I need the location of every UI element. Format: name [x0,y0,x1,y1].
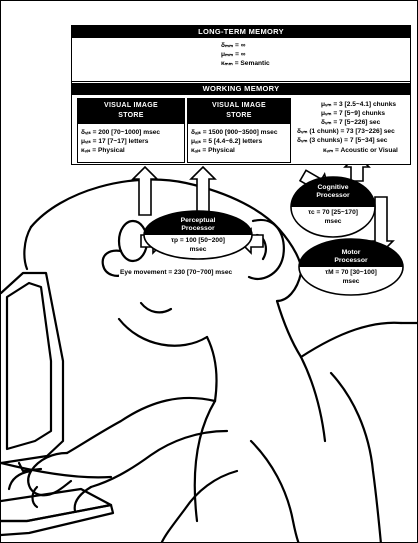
auditory-store-decay: δₐᵢₛ = 1500 [900~3500] msec [191,129,278,136]
torso [299,321,403,359]
motor-cycle-value: τM = 70 [30~100] [325,269,377,276]
arm [65,396,217,455]
ltm-param-decay: δₘₘ = ∞ [221,42,246,49]
ltm-param-capacity: μₘₘ = ∞ [221,51,246,58]
wm-param-4: δᵥₘ (1 chunk) = 73 [73~226] sec [297,128,395,135]
arrow-perceptual-to-visual-store [131,165,159,216]
arrow-perceptual-to-auditory-store [189,165,217,216]
auditory-image-store-title: VISUAL IMAGE STORE [188,99,290,124]
wm-param-2: μᵥₘ = 7 [5~9] chunks [321,110,386,117]
auditory-store-title-line1: VISUAL IMAGE [211,102,267,109]
eye-movement-label: Eye movement = 230 [70~700] msec [119,269,234,278]
perceptual-cycle-unit: msec [189,245,207,253]
long-term-memory-header: LONG-TERM MEMORY [71,25,411,38]
visual-store-title-line1: VISUAL IMAGE [103,102,159,109]
wm-param-6: κᵥₘ = Acoustic or Visual [323,147,398,154]
desk [1,461,113,479]
motor-name-line2: Processor [334,257,368,264]
perceptual-cycle-time: τp = 100 [50~200] msec [161,237,235,254]
cognitive-processor-title: Cognitive Processor [303,184,363,200]
motor-name-line1: Motor [341,249,361,256]
visual-image-store-title: VISUAL IMAGE STORE [78,99,184,124]
perceptual-name-line1: Perceptual [180,217,216,224]
motor-cycle-unit: msec [342,277,360,285]
head-outline [29,178,303,303]
cognitive-cycle-unit: msec [324,217,342,225]
perceptual-name-line2: Processor [181,225,215,232]
nose [101,249,129,277]
motor-cycle-time: τM = 70 [30~100] msec [315,269,387,286]
cognitive-name-line2: Processor [316,192,350,199]
hand [27,451,73,497]
perceptual-processor-title: Perceptual Processor [161,217,235,233]
visual-store-title-line2: STORE [118,112,144,119]
wm-param-3: δᵥₘ = 7 [5~226] sec [321,119,381,126]
cognitive-cycle-time: τc = 70 [25~170] msec [299,209,367,226]
monitor-outline [1,271,65,465]
working-memory-header: WORKING MEMORY [71,83,411,95]
ltm-param-code: κₘₘ = Semantic [221,60,270,67]
mouth [139,301,173,314]
wm-param-1: μᵥₘ = 3 [2.5~4.1] chunks [321,101,397,108]
neck [205,335,218,403]
cognitive-cycle-value: τc = 70 [25~170] [308,209,358,216]
visual-store-decay: δᵥᵢₛ = 200 [70~1000] msec [81,129,161,136]
auditory-store-capacity: μₐᵢₛ = 5 [4.4~6.2] letters [191,138,263,145]
cognitive-name-line1: Cognitive [317,184,349,191]
wm-param-5: δᵥₘ (3 chunks) = 7 [5~34] sec [297,137,388,144]
auditory-store-code: κₐᵢₛ = Physical [191,147,235,154]
ear [247,218,285,281]
auditory-store-title-line2: STORE [226,112,252,119]
visual-store-capacity: μᵥᵢₛ = 17 [7~17] letters [81,138,149,145]
motor-processor-title: Motor Processor [321,249,381,265]
monitor-screen [5,281,53,451]
perceptual-cycle-value: τp = 100 [50~200] [171,237,225,244]
visual-store-code: κᵥᵢₛ = Physical [81,147,125,154]
